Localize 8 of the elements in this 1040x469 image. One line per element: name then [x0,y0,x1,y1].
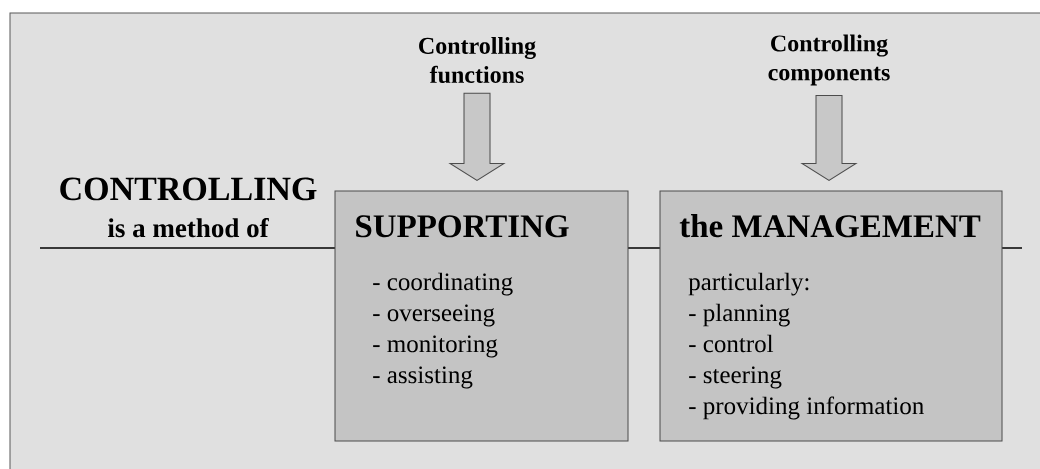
caption-text: Controlling components [768,34,890,86]
process-box: the MANAGEMENT particularly: - planning - control - steering - providing information [659,190,1003,442]
heading-text: CONTROLLING [60,177,317,201]
caption-text: Controlling functions [419,37,536,83]
process-box: SUPPORTING - coordinating - overseeing - monitoring - assisting [334,190,629,442]
block-arrow [449,92,505,181]
block-arrow [801,95,857,181]
subheading-text: is a method of [108,218,269,238]
